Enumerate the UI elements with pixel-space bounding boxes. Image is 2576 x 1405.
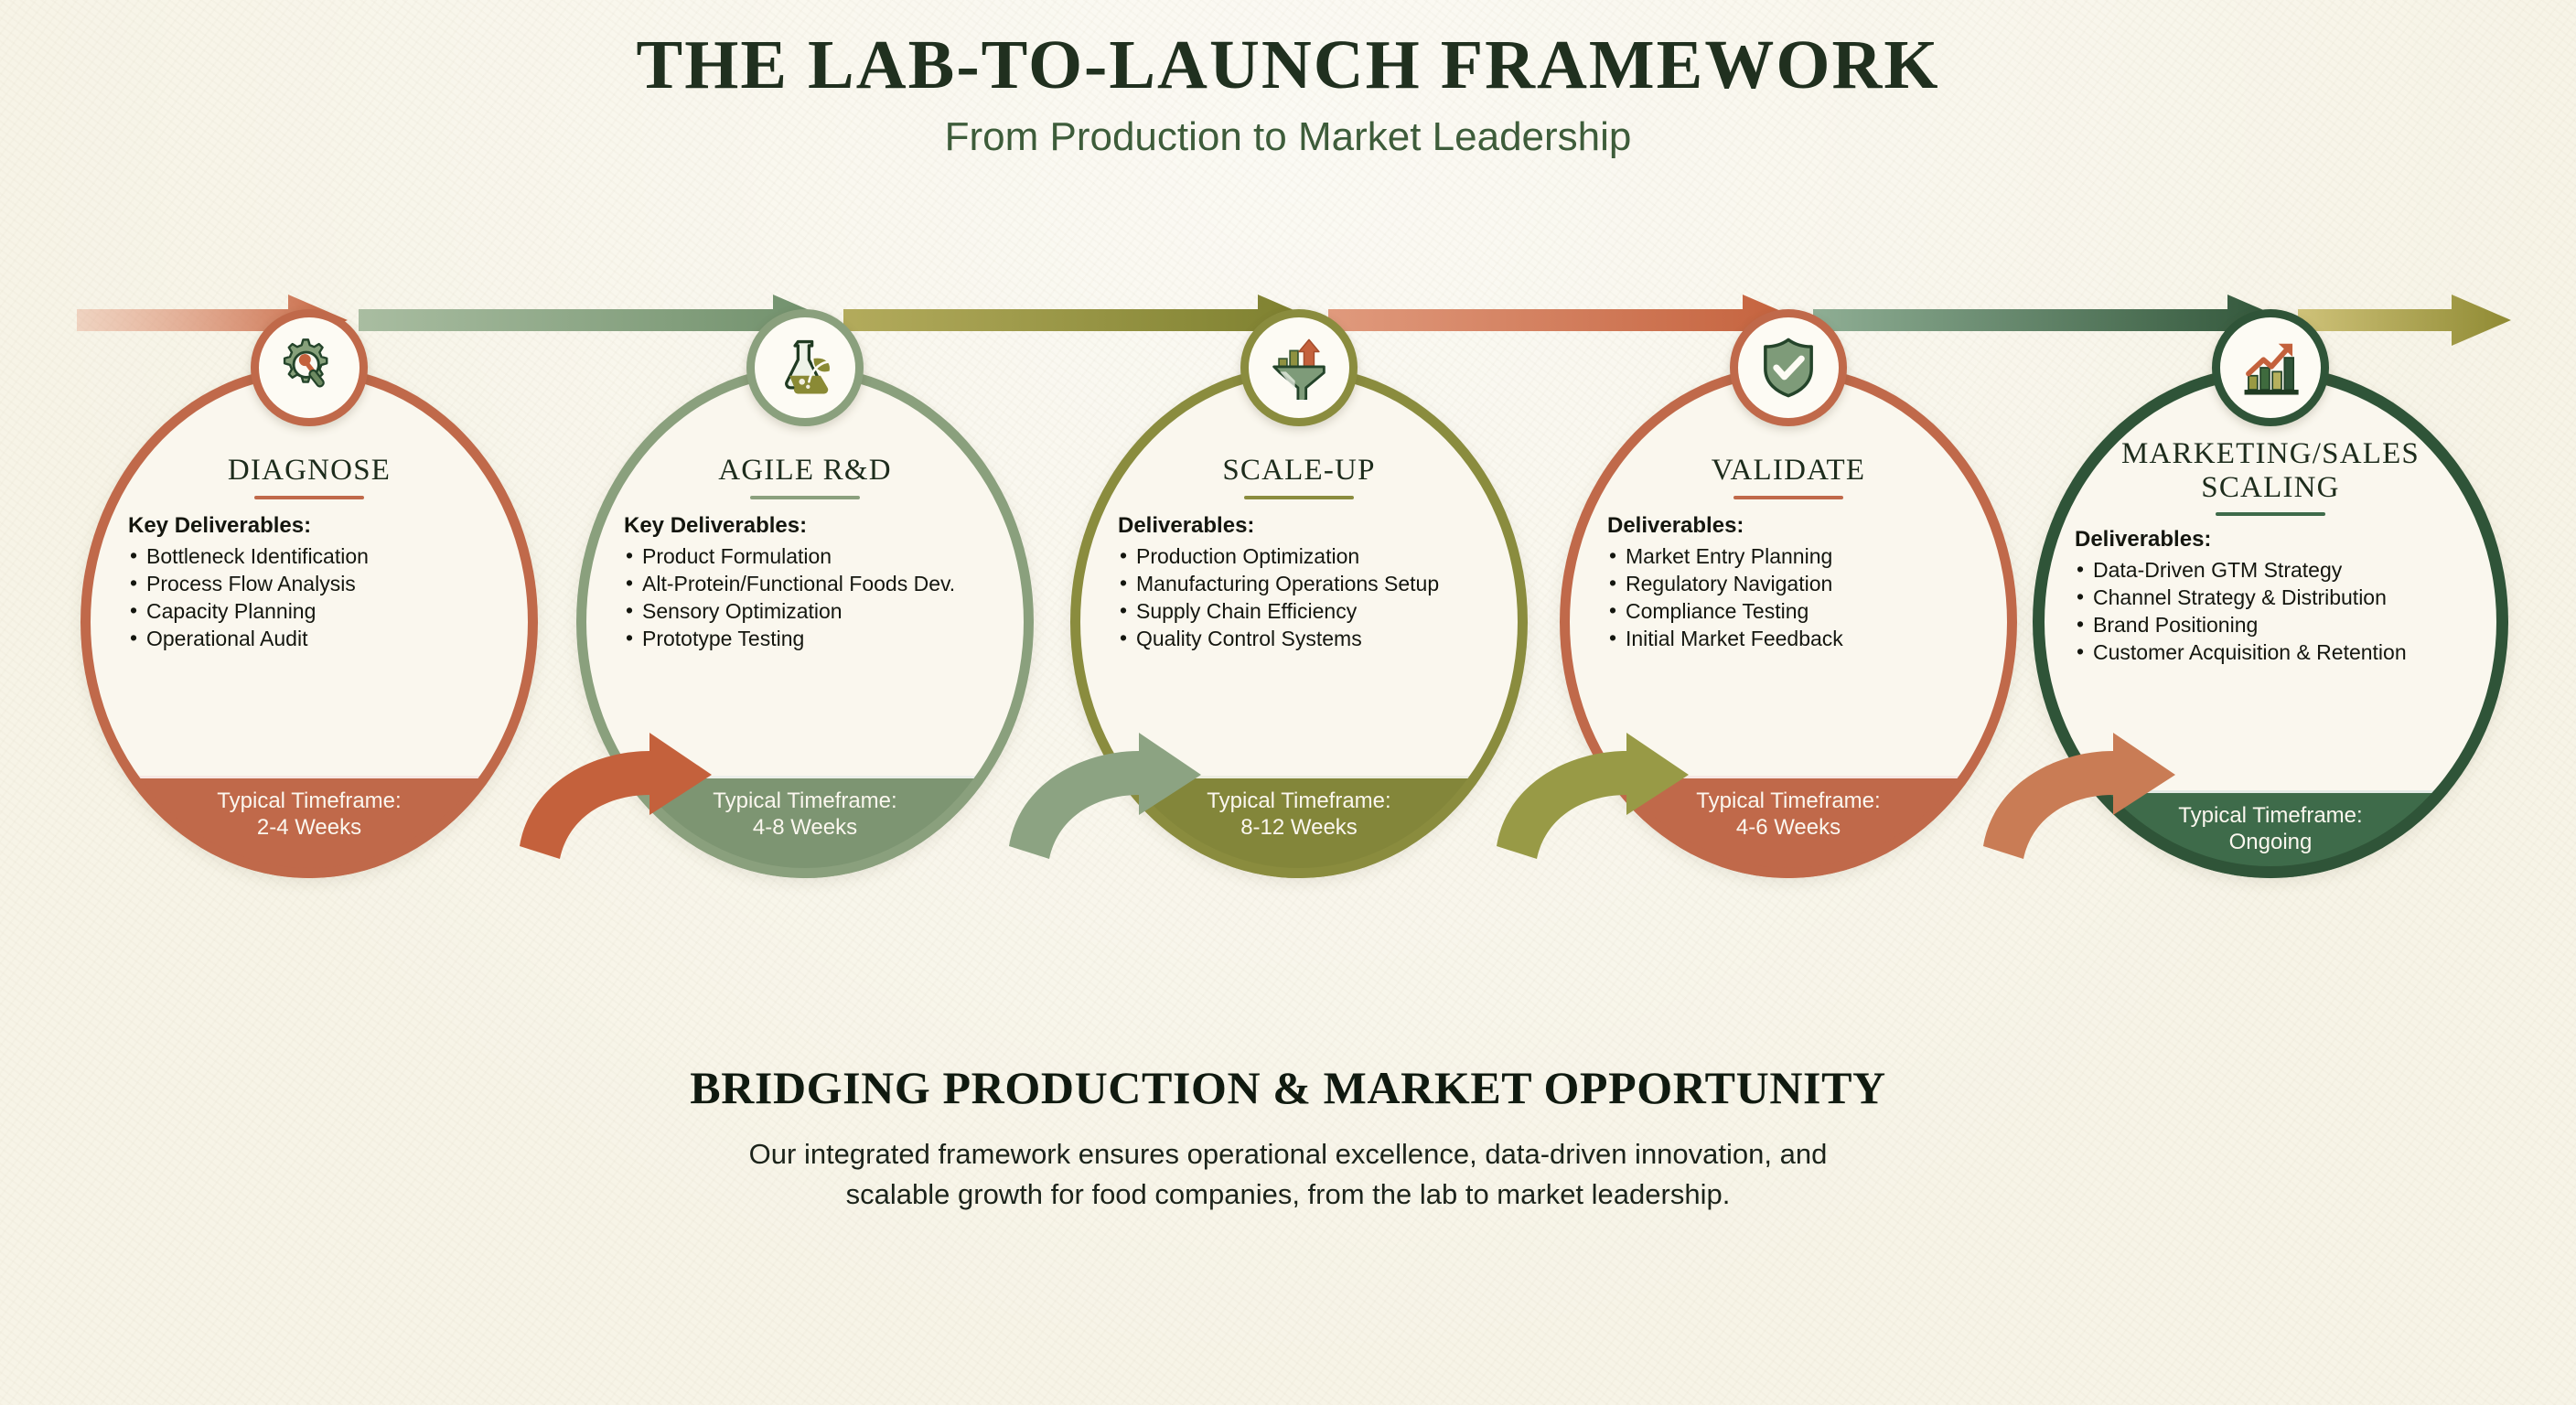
stage-title: DIAGNOSE bbox=[227, 454, 392, 487]
header: THE LAB-TO-LAUNCH FRAMEWORK From Product… bbox=[0, 27, 2576, 159]
footer-body-line-2: scalable growth for food companies, from… bbox=[845, 1178, 1731, 1211]
list-item: Quality Control Systems bbox=[1118, 625, 1480, 651]
flow-arrow-3 bbox=[843, 295, 1317, 346]
list-item: Market Entry Planning bbox=[1607, 542, 1970, 569]
title-divider bbox=[254, 495, 364, 499]
timeframe-label: Typical Timeframe: bbox=[217, 788, 402, 813]
connector-arrow-1 bbox=[520, 733, 712, 859]
list-item: Production Optimization bbox=[1118, 542, 1480, 569]
footer-title: BRIDGING PRODUCTION & MARKET OPPORTUNITY bbox=[690, 1062, 1886, 1113]
connector-arrow-2 bbox=[1009, 733, 1201, 859]
stage-title: VALIDATE bbox=[1711, 454, 1866, 487]
stage-title: AGILE R&D bbox=[718, 454, 892, 487]
list-item: Prototype Testing bbox=[624, 625, 986, 651]
flask-leaf-icon bbox=[746, 309, 864, 426]
flow-arrow-5 bbox=[1813, 295, 2287, 346]
deliverables-label: Key Deliverables: bbox=[624, 512, 808, 538]
title-divider bbox=[750, 495, 860, 499]
footer-body-line-1: Our integrated framework ensures operati… bbox=[748, 1138, 1828, 1170]
timeframe-band: Typical Timeframe: 2-4 Weeks bbox=[80, 776, 538, 878]
footer: BRIDGING PRODUCTION & MARKET OPPORTUNITY… bbox=[0, 1061, 2576, 1215]
title-divider bbox=[1733, 495, 1843, 499]
list-item: Supply Chain Efficiency bbox=[1118, 597, 1480, 624]
list-item: Alt-Protein/Functional Foods Dev. bbox=[624, 570, 986, 596]
list-item: Capacity Planning bbox=[128, 597, 490, 624]
list-item: Operational Audit bbox=[128, 625, 490, 651]
bar-chart-growth-icon bbox=[2212, 309, 2329, 426]
deliverables-list: Market Entry Planning Regulatory Navigat… bbox=[1607, 542, 1970, 651]
connector-arrow-3 bbox=[1497, 733, 1689, 859]
funnel-growth-icon bbox=[1240, 309, 1358, 426]
gear-magnifier-icon bbox=[251, 309, 368, 426]
list-item: Brand Positioning bbox=[2075, 611, 2466, 638]
list-item: Compliance Testing bbox=[1607, 597, 1970, 624]
deliverables-label: Deliverables: bbox=[1118, 512, 1255, 538]
page-title: THE LAB-TO-LAUNCH FRAMEWORK bbox=[636, 27, 1940, 103]
stage-body: DIAGNOSE Key Deliverables: Bottleneck Id… bbox=[80, 366, 538, 878]
title-divider bbox=[1244, 495, 1354, 499]
deliverables-label: Deliverables: bbox=[2075, 526, 2212, 552]
deliverables-list: Bottleneck Identification Process Flow A… bbox=[128, 542, 490, 651]
list-item: Channel Strategy & Distribution bbox=[2075, 584, 2466, 610]
list-item: Process Flow Analysis bbox=[128, 570, 490, 596]
page-subtitle: From Production to Market Leadership bbox=[944, 114, 1632, 160]
deliverables-label: Key Deliverables: bbox=[128, 512, 312, 538]
deliverables-list: Data-Driven GTM Strategy Channel Strateg… bbox=[2075, 556, 2466, 665]
list-item: Data-Driven GTM Strategy bbox=[2075, 556, 2466, 583]
title-divider bbox=[2216, 511, 2325, 516]
stage-diagnose[interactable]: DIAGNOSE Key Deliverables: Bottleneck Id… bbox=[80, 309, 538, 878]
list-item: Product Formulation bbox=[624, 542, 986, 569]
list-item: Sensory Optimization bbox=[624, 597, 986, 624]
list-item: Regulatory Navigation bbox=[1607, 570, 1970, 596]
stage-title: MARKETING/SALES SCALING bbox=[2120, 437, 2420, 504]
timeframe-value: 2-4 Weeks bbox=[256, 815, 362, 841]
flow-arrow-6 bbox=[2298, 295, 2511, 346]
stage-title: SCALE-UP bbox=[1222, 454, 1376, 487]
deliverables-label: Deliverables: bbox=[1607, 512, 1744, 538]
list-item: Customer Acquisition & Retention bbox=[2075, 638, 2466, 665]
footer-body: Our integrated framework ensures operati… bbox=[574, 1134, 2002, 1215]
shield-check-icon bbox=[1730, 309, 1847, 426]
deliverables-list: Product Formulation Alt-Protein/Function… bbox=[624, 542, 986, 651]
list-item: Manufacturing Operations Setup bbox=[1118, 570, 1480, 596]
list-item: Initial Market Feedback bbox=[1607, 625, 1970, 651]
connector-arrow-4 bbox=[1983, 733, 2175, 859]
flow-arrow-4 bbox=[1328, 295, 1802, 346]
list-item: Bottleneck Identification bbox=[128, 542, 490, 569]
stage-row: DIAGNOSE Key Deliverables: Bottleneck Id… bbox=[0, 309, 2576, 970]
deliverables-list: Production Optimization Manufacturing Op… bbox=[1118, 542, 1480, 651]
